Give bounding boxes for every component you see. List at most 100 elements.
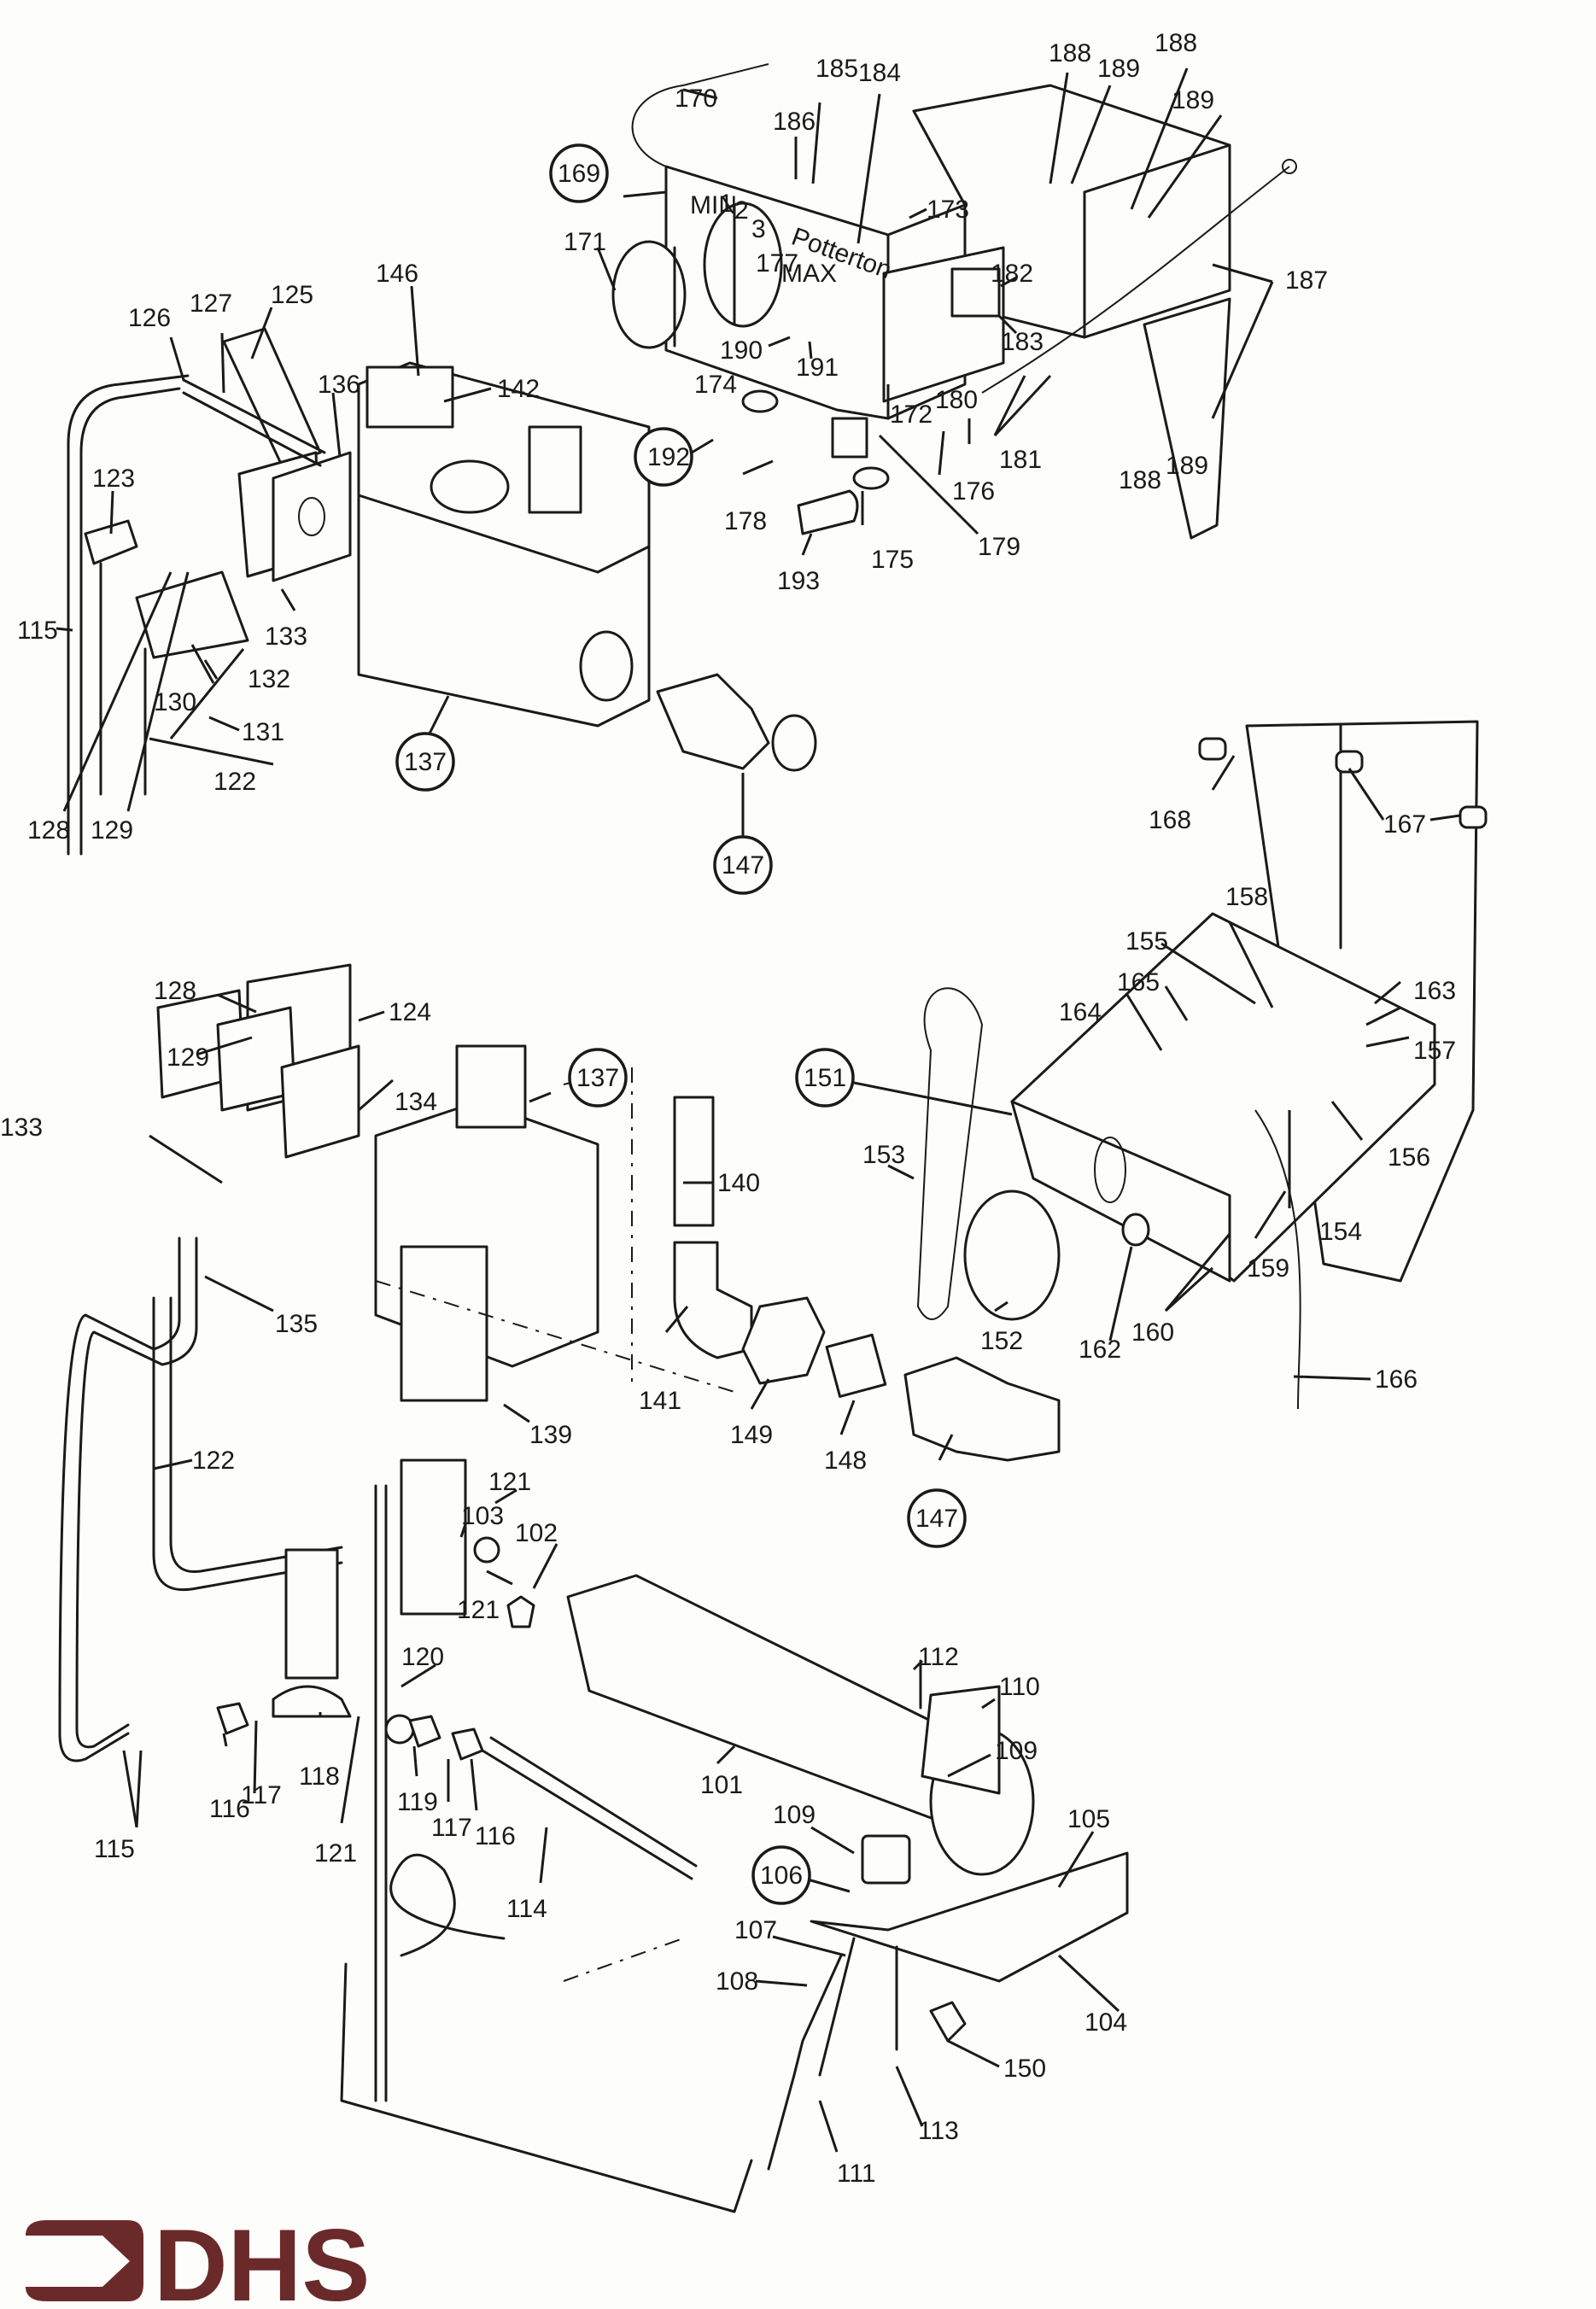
label-135: 135 [275, 1310, 318, 1338]
leader-lines [56, 67, 1461, 2153]
union-123 [84, 519, 138, 565]
dhs-logo: DHS [26, 2208, 370, 2309]
valve-operator-cap-lower [455, 1044, 527, 1129]
assembly-circle-147-upper [713, 835, 773, 895]
thermostat-knob [611, 240, 687, 349]
label-168: 168 [1149, 806, 1191, 834]
capillary-166 [1254, 1109, 1301, 1410]
label-136: 136 [318, 371, 360, 399]
assembly-circle-137-lower [568, 1048, 628, 1108]
assembly-circle-147-lower [907, 1488, 967, 1548]
label-105: 105 [1067, 1805, 1110, 1833]
label-190: 190 [720, 336, 763, 365]
gas-service-cock-upper [656, 673, 770, 770]
valve-pressure-regulator [430, 459, 510, 514]
label-112: 112 [918, 1643, 959, 1671]
nut-149 [741, 1296, 826, 1385]
label-128-lower: 128 [154, 977, 196, 1005]
label-121-top: 121 [488, 1468, 531, 1496]
label-116-right: 116 [475, 1822, 516, 1850]
label-104: 104 [1084, 2008, 1127, 2037]
label-126: 126 [128, 304, 171, 332]
valve-outlet-port [579, 630, 634, 702]
label-129-upper: 129 [91, 816, 133, 845]
label-165: 165 [1117, 968, 1160, 997]
valve-top-block [365, 365, 454, 429]
control-housing-assembly [916, 720, 1488, 1410]
label-164: 164 [1059, 998, 1102, 1026]
assembly-circle-169 [549, 143, 609, 203]
injector-102 [506, 1595, 535, 1628]
label-159: 159 [1247, 1254, 1289, 1283]
thermostat-control-box-assembly: MIN 1 2 3 MAX Potterton [611, 63, 1297, 540]
bracket-130 [135, 570, 249, 659]
assembly-circle-192 [634, 427, 693, 487]
connector-plug [797, 489, 859, 535]
label-184: 184 [858, 59, 901, 87]
ring-terminal [1282, 159, 1297, 174]
label-107: 107 [734, 1916, 777, 1944]
dhs-logo-text: DHS [154, 2208, 370, 2309]
label-177: 177 [756, 249, 798, 278]
label-132: 132 [248, 665, 290, 693]
nut-119 [408, 1715, 441, 1748]
mounting-bracket-leg [1143, 297, 1231, 540]
label-181: 181 [999, 446, 1042, 474]
label-109-left: 109 [773, 1801, 816, 1829]
label-180: 180 [935, 386, 978, 414]
label-162: 162 [1079, 1336, 1121, 1364]
label-102: 102 [515, 1519, 558, 1547]
assembly-circle-137-upper [395, 732, 455, 792]
label-127: 127 [190, 289, 232, 318]
dial-min-marking: MIN [690, 191, 737, 219]
label-148: 148 [824, 1447, 867, 1475]
label-118: 118 [299, 1762, 340, 1791]
dial-number-1: 1 [719, 190, 734, 218]
label-111: 111 [837, 2160, 876, 2188]
label-192: 192 [647, 443, 690, 471]
label-173: 173 [927, 196, 969, 224]
label-122-upper: 122 [213, 768, 256, 796]
injector-holder [400, 1458, 467, 1616]
label-128-upper: 128 [27, 816, 70, 845]
bracket-110 [921, 1685, 1001, 1795]
label-186: 186 [773, 108, 816, 136]
cable-gland [831, 417, 868, 459]
label-169: 169 [558, 160, 600, 188]
label-187: 187 [1285, 266, 1328, 295]
label-115-lower: 115 [94, 1835, 135, 1863]
label-189-lower: 189 [1166, 452, 1208, 480]
label-114: 114 [506, 1895, 547, 1923]
valve-operator-cap [528, 425, 582, 514]
part-labels: 170 186 185 184 188 189 188 189 173 169 … [0, 29, 1456, 2188]
label-170: 170 [675, 85, 717, 113]
label-160: 160 [1131, 1318, 1174, 1347]
label-117-left: 117 [241, 1781, 282, 1809]
bracket-block [284, 1548, 339, 1680]
pilot-bracket-104 [810, 1851, 1129, 1983]
bush-162 [1121, 1213, 1150, 1247]
label-189-top-left: 189 [1097, 55, 1140, 83]
dial-max-marking: MAX [781, 260, 837, 288]
pilot-burner-106 [861, 1834, 911, 1885]
label-147-upper: 147 [722, 851, 764, 880]
label-189-top-right: 189 [1172, 86, 1214, 114]
label-154: 154 [1319, 1218, 1362, 1246]
label-133-lower: 133 [0, 1114, 43, 1142]
label-178: 178 [724, 507, 767, 535]
label-179: 179 [978, 533, 1020, 561]
label-110: 110 [999, 1673, 1040, 1701]
label-119: 119 [397, 1788, 438, 1816]
thermostat-dial [703, 202, 783, 328]
valve-outlet-block [400, 1245, 488, 1402]
label-103: 103 [461, 1502, 504, 1530]
nut-116b [451, 1727, 484, 1761]
label-193: 193 [777, 567, 820, 595]
dial-number-2: 2 [734, 196, 749, 225]
elbow-118 [272, 1685, 352, 1718]
label-182: 182 [991, 260, 1033, 288]
burner-assembly [340, 1574, 1129, 2213]
label-117-right: 117 [431, 1814, 472, 1842]
label-188-lower: 188 [1119, 466, 1161, 494]
